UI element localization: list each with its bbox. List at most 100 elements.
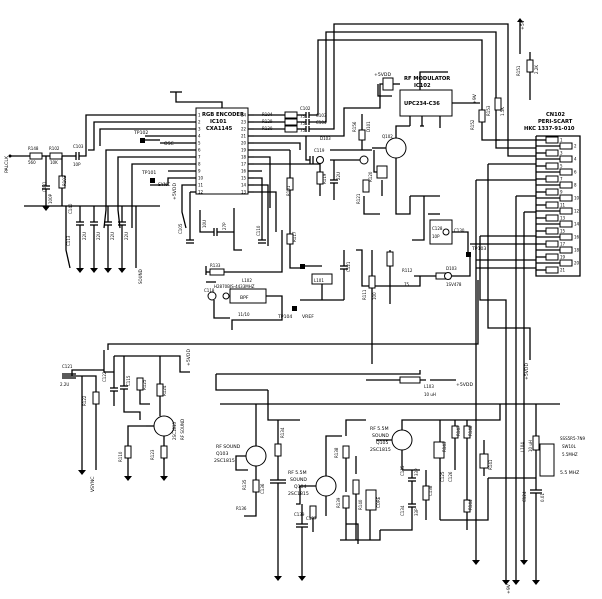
svg-text:1SV478: 1SV478 [446,282,462,287]
scart-pin-body [545,253,559,261]
ic101-pin-number: 9 [198,169,201,174]
svg-text:Q105: Q105 [376,440,388,446]
svg-text:SW10L: SW10L [562,444,577,449]
svg-text:CORE: CORE [376,496,381,508]
svg-text:D103: D103 [320,136,331,141]
svg-text:C124: C124 [522,491,527,502]
svg-text:R139: R139 [336,497,341,508]
scart-pin-number: 14 [574,222,580,227]
svg-text:27P: 27P [222,222,227,230]
ic102-title: RF MODULATOR [404,76,450,82]
net-plus5v-e: +5VDD [524,363,530,380]
scart-pin-body [545,149,559,157]
svg-text:SSS5R5-7N9: SSS5R5-7N9 [560,436,585,441]
net-plus5v-c: +5VDD [186,349,192,366]
svg-text:C138: C138 [428,485,433,496]
ic102-ref: IC102 [414,83,431,89]
svg-text:SOUND: SOUND [372,433,389,439]
crystal-5-5mhz: L104 10 uH SSS5R5-7N9 SW10L 5.5MHZ 5.5 M… [488,404,585,594]
ic101-pin-number: 12 [198,190,204,195]
svg-text:5.5MHZ: 5.5MHZ [562,452,578,457]
ic101-pin-number: 21 [241,134,247,139]
scart-pin-body [545,162,559,170]
ic101-pin-number: 6 [198,148,201,153]
scart-ref: CN102 [546,112,565,118]
svg-text:L102: L102 [242,278,252,283]
scart-pin-number: 7 [560,177,563,182]
svg-text:22U: 22U [124,232,129,240]
svg-text:C125: C125 [440,471,445,482]
audio-bus: +5VDD L103 10 uH +5VDD [107,280,560,421]
lower-left-sound-section: C121 2.2U R122 VSYNC C122 C115 +5VDD R12… [60,349,192,492]
ic101-part: CXA1145 [206,126,233,132]
svg-text:C110: C110 [256,225,261,236]
svg-text:22U: 22U [110,232,115,240]
svg-text:R152: R152 [470,119,475,130]
svg-text:C105: C105 [178,223,183,234]
svg-text:R156: R156 [352,121,357,132]
vref-label: VREF [302,314,314,320]
scart-pin-body [559,168,573,176]
scart-pin-number: 16 [574,235,580,240]
svg-text:C126: C126 [448,471,453,482]
ic101-pin-number: 24 [241,113,247,118]
ic102-rf-modulator: RF MODULATOR IC102 UPC234-C36 [399,71,480,128]
svg-text:R136: R136 [236,506,247,511]
svg-text:C139: C139 [294,512,305,517]
scart-pin-number: 5 [560,164,563,169]
scart-pin-body [545,214,559,222]
capacitor-bank: C140 22U 22U 22U 22U C113 SOUND [65,203,143,284]
test-points-left: TP102 OSC TP101 SYNC +5VDD [133,130,178,200]
svg-text:22U: 22U [82,232,87,240]
scart-pin-number: 18 [574,248,580,253]
svg-text:D101: D101 [366,121,371,132]
scart-pin-number: 20 [574,261,580,266]
svg-text:2.2U: 2.2U [60,382,69,387]
svg-text:R101: R101 [286,185,291,196]
svg-text:R123: R123 [150,449,155,460]
svg-text:R147: R147 [456,425,461,436]
scart-pin-number: 13 [560,216,566,221]
scart-pin-body [545,136,559,144]
ground-symbols [42,206,540,585]
ic101-pin-number: 7 [198,155,201,160]
ic101-pin-number: 16 [241,169,247,174]
svg-text:C140: C140 [68,203,73,214]
scart-pin-body [545,266,559,274]
svg-text:C121: C121 [346,261,351,272]
scart-pin-number: 11 [560,203,566,208]
net-plus9v: +9V [472,93,478,104]
svg-text:2.2K: 2.2K [534,65,539,74]
svg-text:C122: C122 [102,371,107,382]
ic101-pin-number: 20 [241,141,247,146]
tp101-label: TP101 [141,170,156,176]
scart-pin-body [559,259,573,267]
net-vsync: VSYNC [90,476,96,492]
scart-pin-number: 15 [560,229,566,234]
svg-text:10 uH: 10 uH [424,392,436,397]
svg-text:R130: R130 [262,126,273,131]
scart-pin-number: 1 [560,138,563,143]
svg-text:R153: R153 [486,105,491,116]
net-plus5v-top: +5V [520,19,526,30]
scart-pin-number: 8 [574,183,577,188]
ic101-title: RGB ENCODER [202,112,244,118]
scart-pin-number: 21 [560,268,566,273]
net-osc: OSC [164,141,174,147]
ic101-pin-number: 15 [241,176,247,181]
svg-text:C103: C103 [316,113,327,118]
svg-text:560: 560 [28,160,36,165]
ic101-pin-number: 5 [198,141,201,146]
svg-text:75: 75 [300,114,306,119]
scart-pin-number: 9 [560,190,563,195]
mid-section: R101 R117 L101 TP104 VREF C119 R119 22U … [269,136,351,320]
svg-text:2SC1815: 2SC1815 [370,447,391,453]
ic101-pin-number: 22 [241,127,247,132]
svg-text:10P: 10P [73,162,81,167]
svg-text:R144: R144 [468,499,473,510]
svg-text:10U: 10U [202,220,207,228]
svg-text:C118: C118 [204,288,215,293]
